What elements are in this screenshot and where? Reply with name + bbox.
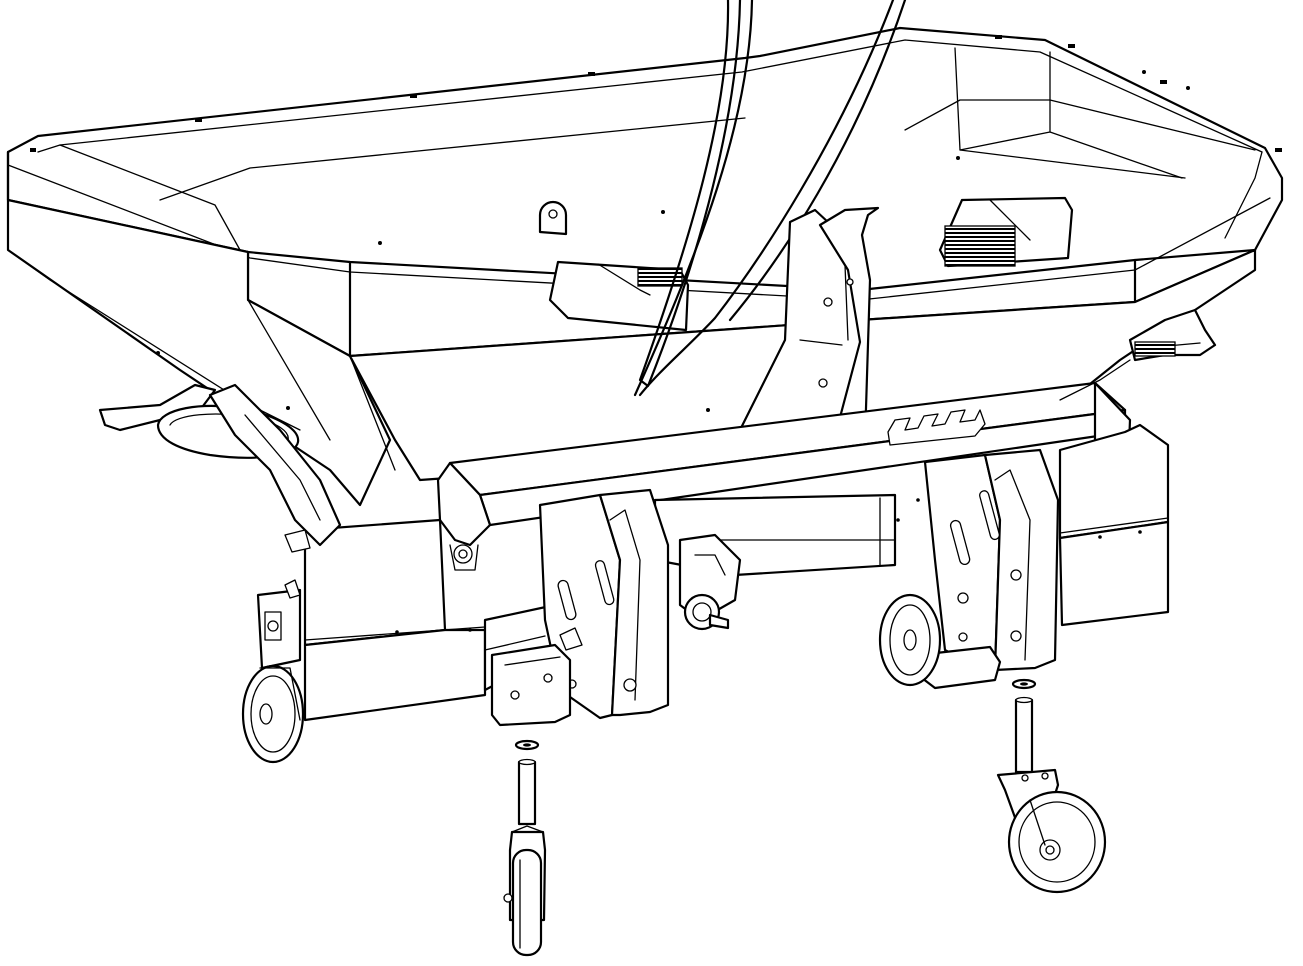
beam-logo bbox=[887, 409, 986, 446]
gearbox bbox=[678, 533, 742, 631]
frame-skirt-right bbox=[1058, 520, 1170, 627]
rim-bolts bbox=[30, 35, 1282, 412]
frame-box-right bbox=[1058, 423, 1170, 540]
caster-right-mounted bbox=[878, 593, 942, 687]
caster-detached-right bbox=[996, 678, 1107, 894]
center-mast bbox=[718, 206, 880, 472]
beam-end-left bbox=[436, 461, 492, 547]
caster-detached-left bbox=[503, 739, 547, 957]
mount-right bbox=[923, 448, 1060, 674]
hopper bbox=[6, 26, 1284, 507]
callout-curves bbox=[633, 0, 907, 397]
socket-left bbox=[490, 627, 583, 727]
spinner-right bbox=[1059, 308, 1217, 401]
caster-left-mounted bbox=[241, 579, 305, 764]
spinner-left bbox=[98, 383, 342, 553]
hopper-funnel-left bbox=[6, 198, 392, 507]
mast-right-plate bbox=[818, 206, 880, 457]
frame-skirt-left bbox=[303, 628, 487, 722]
